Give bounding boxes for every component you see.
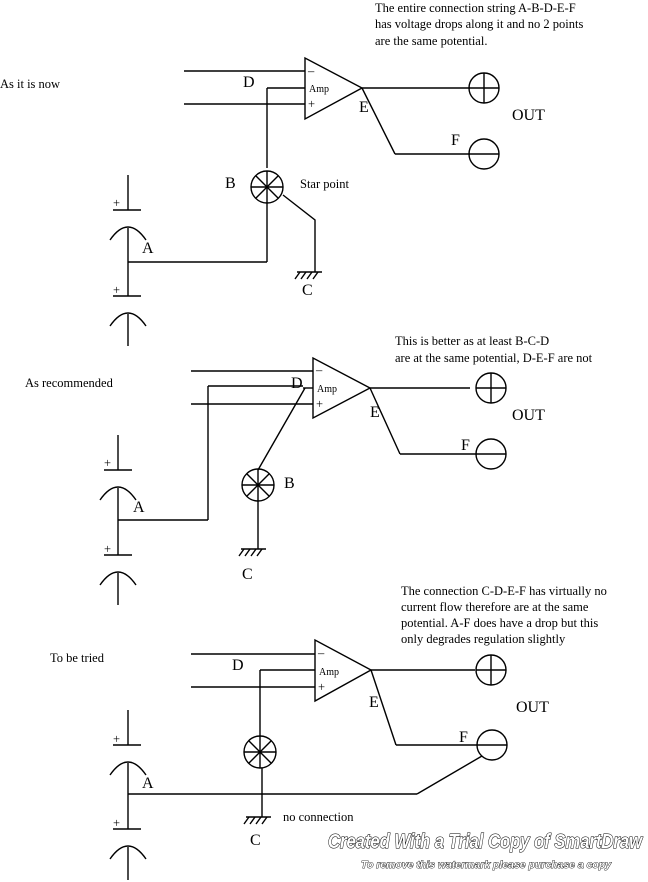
watermark-line1: Created With a Trial Copy of SmartDraw (328, 831, 643, 853)
capacitor-bottom (109, 295, 147, 346)
out-label: OUT (512, 107, 545, 124)
star-point (243, 735, 277, 769)
capacitor-plus: + (104, 542, 111, 556)
amp-label: Amp (317, 384, 337, 395)
note-line: are at the same potential, D-E-F are not (395, 351, 593, 365)
node-label-a: A (142, 240, 154, 257)
panel-label: As it is now (0, 77, 60, 91)
node-label-d: D (232, 657, 244, 674)
wire (370, 669, 397, 746)
panel-as-it-is-now: As it is now The entire connection strin… (0, 1, 583, 346)
node-label-a: A (133, 499, 145, 516)
note-line: are the same potential. (375, 34, 487, 48)
out-label: OUT (512, 407, 545, 424)
wire (416, 755, 483, 795)
note-line: This is better as at least B-C-D (395, 334, 549, 348)
minus-input-label: – (307, 64, 315, 78)
node-label-b: B (284, 475, 295, 492)
node-label-e: E (359, 99, 369, 116)
node-label-f: F (451, 132, 460, 149)
capacitor-top (109, 710, 147, 829)
amp-label: Amp (309, 84, 329, 95)
note-line: The entire connection string A-B-D-E-F (375, 1, 576, 15)
capacitor-plus: + (113, 283, 120, 297)
ground-symbol (294, 271, 322, 280)
panel-to-be-tried: To be tried The connection C-D-E-F has v… (50, 584, 607, 880)
capacitor-plus: + (113, 816, 120, 830)
node-label-c: C (302, 282, 313, 299)
node-label-c: C (250, 832, 261, 849)
minus-input-label: – (317, 646, 325, 660)
ground-symbol (243, 816, 271, 825)
capacitor-bottom (99, 554, 137, 605)
ground-symbol (238, 548, 266, 557)
wire (257, 387, 306, 471)
plus-input-label: + (318, 680, 325, 694)
no-connection-label: no connection (283, 810, 354, 824)
note-line: current flow therefore are at the same (401, 600, 589, 614)
node-label-a: A (142, 775, 154, 792)
capacitor-plus: + (104, 456, 111, 470)
node-label-d: D (291, 375, 303, 392)
note-line: potential. A-F does have a drop but this (401, 616, 598, 630)
capacitor-plus: + (113, 732, 120, 746)
node-label-e: E (369, 694, 379, 711)
capacitor-plus: + (113, 196, 120, 210)
plus-input-label: + (308, 97, 315, 111)
node-label-f: F (459, 729, 468, 746)
node-label-d: D (243, 74, 255, 91)
capacitor-top (99, 435, 137, 555)
minus-input-label: – (315, 363, 323, 377)
out-label: OUT (516, 699, 549, 716)
smartdraw-watermark: Created With a Trial Copy of SmartDraw T… (327, 830, 643, 871)
node-label-f: F (461, 437, 470, 454)
star-point-b (241, 468, 275, 502)
amp-label: Amp (319, 667, 339, 678)
plus-input-label: + (316, 397, 323, 411)
wire (282, 194, 316, 272)
node-label-e: E (370, 404, 380, 421)
star-point-label: Star point (300, 177, 349, 191)
capacitor-top (109, 175, 147, 296)
watermark-line2: To remove this watermark please purchase… (361, 860, 611, 871)
wire (361, 87, 396, 155)
node-label-c: C (242, 566, 253, 583)
wire (369, 387, 401, 455)
panel-label: As recommended (25, 376, 114, 390)
star-point-b (250, 170, 284, 204)
panel-label: To be tried (50, 651, 105, 665)
note-line: only degrades regulation slightly (401, 632, 566, 646)
capacitor-bottom (109, 828, 147, 880)
panel-as-recommended: As recommended This is better as at leas… (25, 334, 593, 605)
note-line: has voltage drops along it and no 2 poin… (375, 17, 583, 31)
note-line: The connection C-D-E-F has virtually no (401, 584, 607, 598)
node-label-b: B (225, 175, 236, 192)
